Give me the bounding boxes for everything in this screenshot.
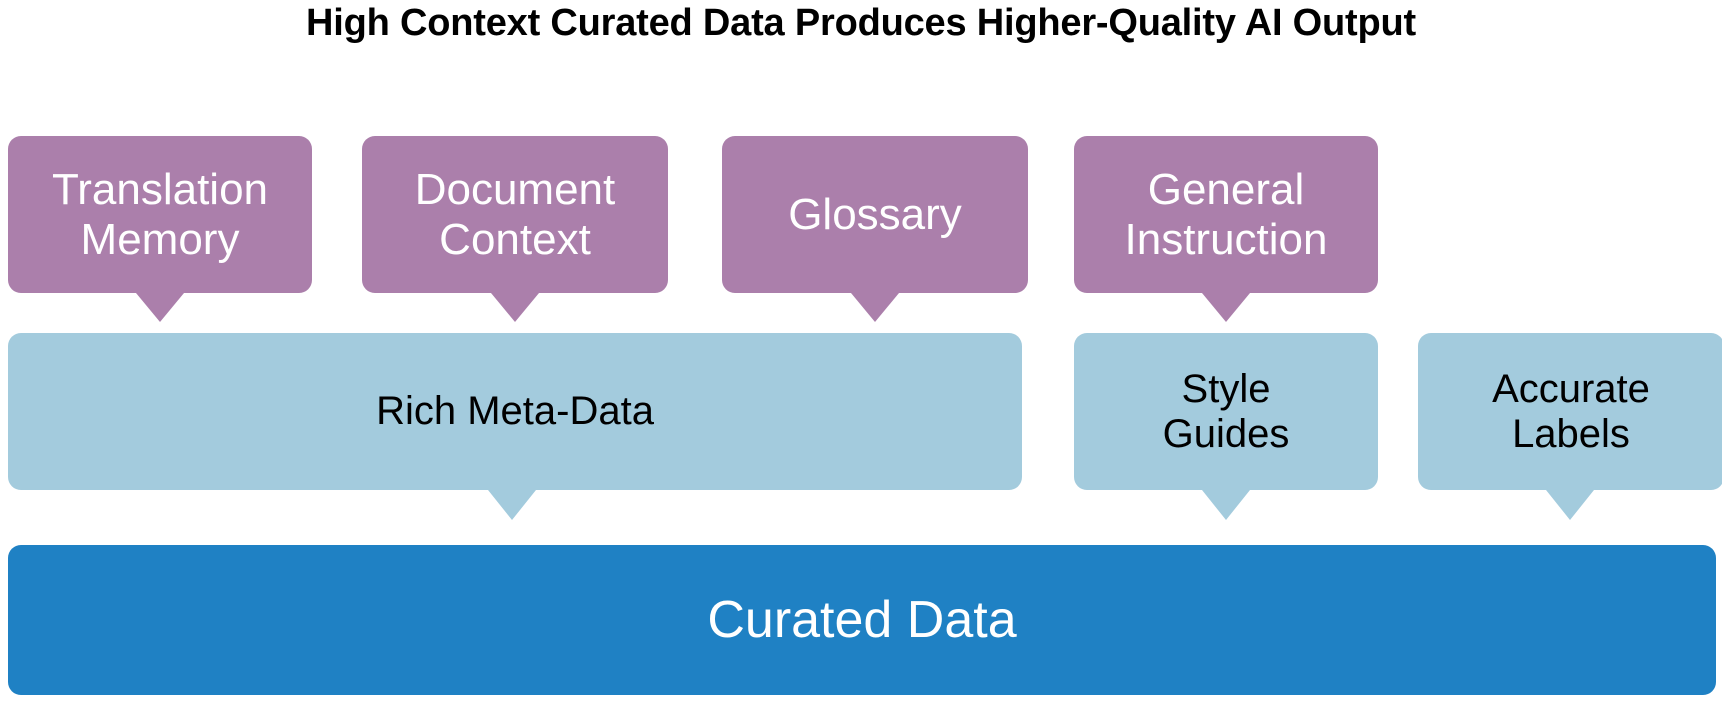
node-rich-meta-data[interactable]: Rich Meta-Data (8, 333, 1022, 490)
node-label: Glossary (788, 189, 962, 239)
node-label: Curated Data (707, 590, 1017, 649)
node-label-line2: Labels (1512, 411, 1630, 456)
node-glossary[interactable]: Glossary (722, 136, 1028, 293)
connector-arrow-translation-memory-to-rich-meta-data (136, 293, 184, 322)
node-curated-data[interactable]: Curated Data (8, 545, 1716, 695)
node-label-line1: Translation (51, 165, 269, 215)
connector-arrow-document-context-to-rich-meta-data (491, 293, 539, 322)
node-label-line2: Memory (80, 214, 240, 264)
node-label-line1: General (1147, 165, 1305, 215)
node-label-line1: Accurate (1492, 366, 1650, 411)
connector-arrow-general-instruction-to-style-guides (1202, 293, 1250, 322)
connector-arrow-glossary-to-rich-meta-data (851, 293, 899, 322)
node-label-line1: Document (414, 165, 616, 215)
node-label-line2: Guides (1162, 411, 1290, 456)
page-title: High Context Curated Data Produces Highe… (306, 2, 1416, 44)
node-label-line2: Context (439, 214, 591, 264)
node-label-line1: Style (1181, 366, 1271, 411)
connector-arrow-style-guides-to-curated-data (1202, 490, 1250, 520)
connector-arrow-rich-meta-data-to-curated-data (488, 490, 536, 520)
connector-arrow-accurate-labels-to-curated-data (1546, 490, 1594, 520)
node-label-line2: Instruction (1124, 214, 1328, 264)
node-label: Rich Meta-Data (376, 389, 654, 434)
